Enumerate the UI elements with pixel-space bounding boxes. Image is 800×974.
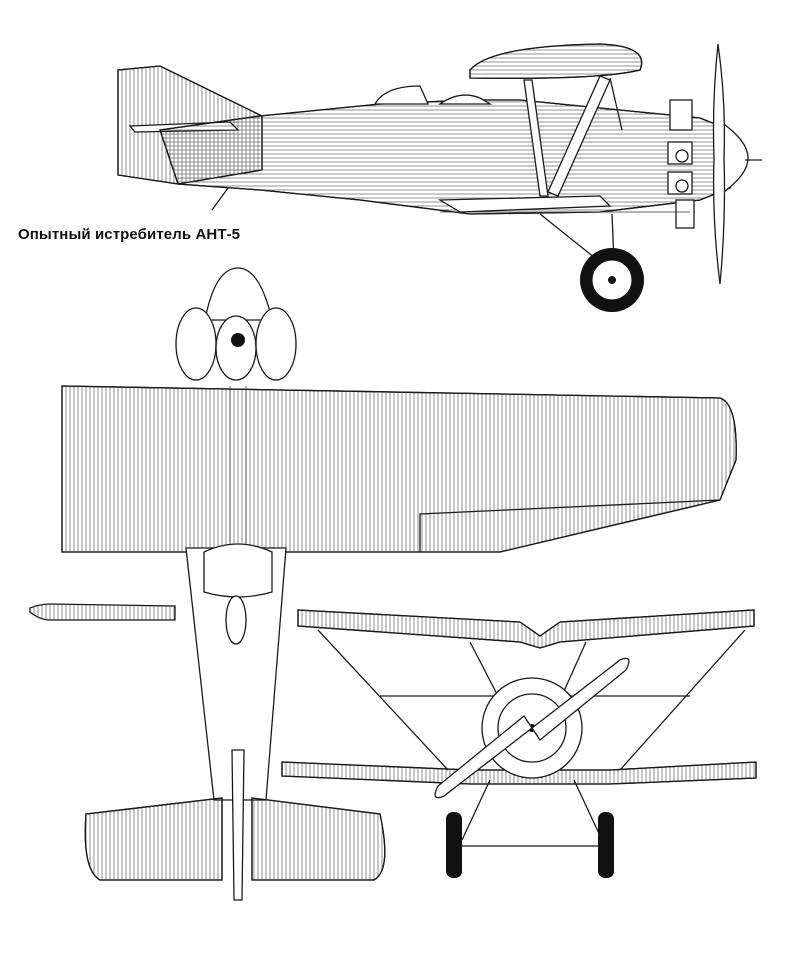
drawing-caption: Опытный истребитель АНТ-5 (18, 226, 241, 243)
front-view (281, 609, 757, 878)
top-view (29, 267, 737, 901)
side-view (117, 43, 762, 312)
